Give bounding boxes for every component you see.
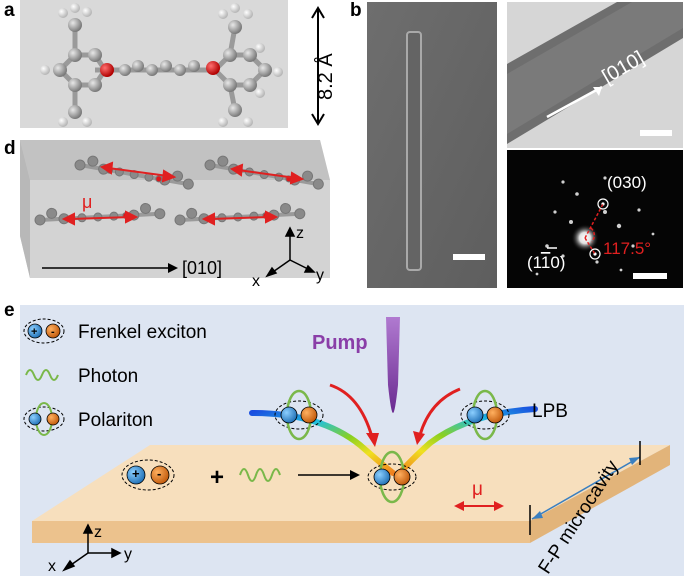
panel-label-e: e [4,300,15,321]
panel-label-a: a [4,0,15,21]
legend-polariton: Polariton [23,402,153,436]
cavity-slab-front [32,521,530,543]
molecule-atoms [40,3,283,127]
legend-frenkel-exciton: + - Frenkel exciton [23,318,207,344]
panel-a-molecule: 8.2 Å [20,0,337,128]
panel-e-schematic: F-P microcavity +- Frenkel exciton Photo… [20,305,684,576]
microwire [406,31,422,271]
axes-triad [265,226,316,278]
panel-c-tem-image: [010] [507,2,683,148]
legend-label-photon: Photon [78,366,138,387]
axis-x-label: x [252,273,260,290]
polariton-bottom [367,450,417,504]
axis-x-label-e: x [48,558,56,575]
scale-bar [640,130,672,136]
axis-y-label-e: y [124,546,132,563]
legend-label-polariton: Polariton [78,410,153,431]
dipole-label: μ [82,192,92,212]
svg-text:-: - [51,326,55,338]
axis-z-label: z [296,225,304,242]
diffraction-spots [535,176,655,276]
relaxation-arrow-right [418,387,461,436]
scale-bar [453,254,485,260]
axis-z-label-e: z [94,524,102,541]
cavity-slab-side [530,445,670,543]
process-photon [239,468,281,482]
relaxation-arrow-left [329,383,374,438]
exciton-minus: - [157,466,162,481]
dimension-label: 8.2 Å [314,53,337,100]
process-exciton [121,459,175,491]
spot-label-030: (030) [607,173,647,192]
plus-sign: + [210,464,224,491]
pump-label: Pump [312,332,368,354]
legend-photon: Photon [25,366,138,387]
axes-triad-e [62,523,122,572]
angle-label: 117.5° [603,239,651,258]
panel-label-d: d [4,138,16,159]
dimension-arrow [311,6,325,126]
direction-label: [010] [182,258,222,278]
legend-label-exciton: Frenkel exciton [78,322,207,343]
panel-d-packing: μ [010] z x y [20,140,330,290]
svg-text:+: + [31,326,37,338]
pump-beam [386,317,400,413]
panel-b-sem-image [367,2,497,288]
dipole-arrows [61,161,305,226]
panel-c-diffraction: (030) 117.5° (110) [507,150,683,288]
spot-label-1-10: (110) [527,253,565,272]
lpb-label: LPB [532,401,568,422]
scale-bar [633,273,667,279]
polariton-left [274,389,324,441]
lpb-right-branch [397,406,538,476]
exciton-plus: + [132,466,140,481]
polariton-right [460,389,510,441]
axis-y-label: y [316,267,324,284]
panel-label-b: b [350,0,362,21]
slab-dipole-label: μ [472,479,483,500]
cavity-slab-top [32,445,670,521]
